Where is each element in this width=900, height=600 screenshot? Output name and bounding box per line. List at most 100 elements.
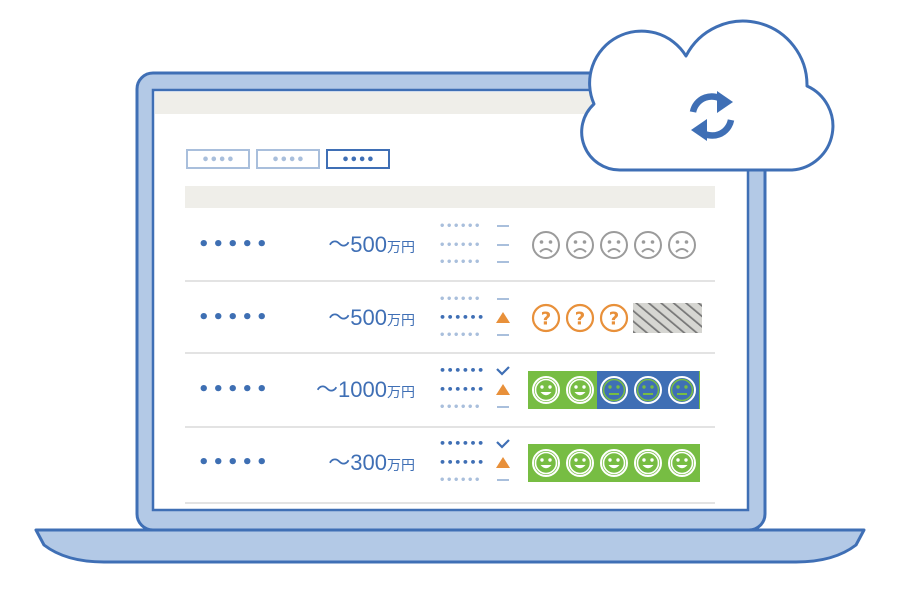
cloud bbox=[580, 19, 835, 172]
eye-icon bbox=[548, 458, 552, 462]
filter-tab-box[interactable] bbox=[326, 149, 390, 169]
eye-icon bbox=[616, 385, 620, 389]
eye-icon bbox=[607, 240, 612, 244]
eye-icon bbox=[608, 385, 612, 389]
row-name: ••••• bbox=[198, 379, 271, 400]
filter-tab-label: •••• bbox=[201, 153, 234, 168]
laptop-base bbox=[34, 528, 866, 564]
eye-icon bbox=[684, 385, 688, 389]
check-icon bbox=[496, 439, 510, 449]
detail-dots: •••••• bbox=[439, 402, 481, 413]
mouth-icon bbox=[539, 248, 553, 253]
row-amount: ～1000万円 bbox=[316, 377, 415, 402]
sad-face-icon bbox=[668, 231, 696, 259]
unavailable-hatch bbox=[633, 303, 702, 333]
eye-icon bbox=[540, 385, 544, 389]
eye-icon bbox=[676, 458, 680, 462]
amount-value: ～500 bbox=[328, 305, 387, 330]
face-outline bbox=[534, 451, 558, 475]
eye-icon bbox=[582, 458, 586, 462]
eye-icon bbox=[608, 458, 612, 462]
sad-face-icon bbox=[634, 231, 662, 259]
eye-icon bbox=[582, 240, 587, 244]
filter-tab-box[interactable] bbox=[256, 149, 320, 169]
filter-tab-box[interactable] bbox=[186, 149, 250, 169]
filter-tab-label: •••• bbox=[341, 153, 374, 168]
mouth-icon bbox=[540, 392, 552, 396]
sad-face-icon bbox=[600, 231, 628, 259]
mouth-icon bbox=[676, 465, 688, 469]
triangle-icon bbox=[496, 312, 510, 323]
detail-dots: •••••• bbox=[439, 456, 485, 469]
detail-dots: •••••• bbox=[439, 475, 481, 486]
sync-icon bbox=[689, 91, 735, 141]
question-icon bbox=[599, 303, 629, 333]
face-outline bbox=[670, 451, 694, 475]
filter-tabs: •••• •••• •••• bbox=[186, 149, 390, 169]
question-mark-icon: ? bbox=[609, 309, 619, 330]
eye-icon bbox=[582, 385, 586, 389]
eye-icon bbox=[616, 458, 620, 462]
eye-icon bbox=[540, 458, 544, 462]
detail-dots: •••••• bbox=[439, 364, 485, 377]
filter-tab-label: •••• bbox=[271, 153, 304, 168]
filter-tab-3[interactable]: •••• bbox=[326, 149, 390, 169]
face-outline bbox=[636, 451, 660, 475]
amount-unit: 万円 bbox=[387, 457, 415, 473]
triangle-icon bbox=[496, 457, 510, 468]
mouth-icon bbox=[608, 465, 620, 469]
face-outline bbox=[670, 378, 694, 402]
mouth-icon bbox=[675, 248, 689, 253]
face-outline bbox=[568, 451, 592, 475]
row-name: ••••• bbox=[198, 307, 271, 328]
eye-icon bbox=[548, 385, 552, 389]
result-table: •••••～500万円•••••••••••••••••••••••～500万円… bbox=[185, 221, 715, 504]
sad-face-icon bbox=[532, 231, 560, 259]
question-icon bbox=[565, 303, 595, 333]
eye-icon bbox=[650, 458, 654, 462]
amount-value: ～500 bbox=[328, 232, 387, 257]
table-row: ••••• ～500万円 •••••• •••••• •••••• bbox=[185, 221, 715, 282]
eye-icon bbox=[642, 385, 646, 389]
eye-icon bbox=[539, 240, 544, 244]
question-mark-icon: ? bbox=[575, 309, 585, 330]
question-icon bbox=[531, 303, 561, 333]
row-amount: ～300万円 bbox=[328, 450, 415, 475]
amount-value: ～300 bbox=[328, 450, 387, 475]
eye-icon bbox=[684, 240, 689, 244]
table-header bbox=[185, 186, 715, 208]
eye-icon bbox=[676, 385, 680, 389]
row-name: ••••• bbox=[198, 452, 271, 473]
eye-icon bbox=[574, 458, 578, 462]
detail-dots: •••••• bbox=[439, 240, 481, 251]
filter-tab-2[interactable]: •••• bbox=[256, 149, 320, 169]
filter-tab-1[interactable]: •••• bbox=[186, 149, 250, 169]
table-row: •••••～500万円••••••••••••••••••??? bbox=[185, 294, 715, 354]
row-amount: ～500万円 bbox=[328, 305, 415, 330]
eye-icon bbox=[675, 240, 680, 244]
detail-dots: •••••• bbox=[439, 294, 481, 305]
check-icon bbox=[496, 366, 510, 376]
triangle-icon bbox=[496, 384, 510, 395]
eye-icon bbox=[573, 240, 578, 244]
table-row: ••••• ～1000万円 •••••• •••••• •••••• bbox=[185, 364, 715, 428]
detail-dots: •••••• bbox=[439, 221, 481, 232]
face-outline bbox=[534, 378, 558, 402]
mouth-icon bbox=[574, 465, 586, 469]
mouth-icon bbox=[641, 248, 655, 253]
row-amount: ～500万円 bbox=[328, 232, 415, 257]
eye-icon bbox=[641, 240, 646, 244]
mouth-icon bbox=[607, 248, 621, 253]
detail-dots: •••••• bbox=[439, 330, 481, 341]
mouth-icon bbox=[642, 465, 654, 469]
amount-unit: 万円 bbox=[387, 312, 415, 328]
detail-dots: •••••• bbox=[439, 257, 481, 268]
face-outline bbox=[568, 378, 592, 402]
sad-face-icon bbox=[566, 231, 594, 259]
row-name: ••••• bbox=[198, 234, 271, 255]
amount-unit: 万円 bbox=[387, 384, 415, 400]
detail-dots: •••••• bbox=[439, 383, 485, 396]
face-outline bbox=[602, 451, 626, 475]
detail-dots: •••••• bbox=[439, 311, 485, 324]
